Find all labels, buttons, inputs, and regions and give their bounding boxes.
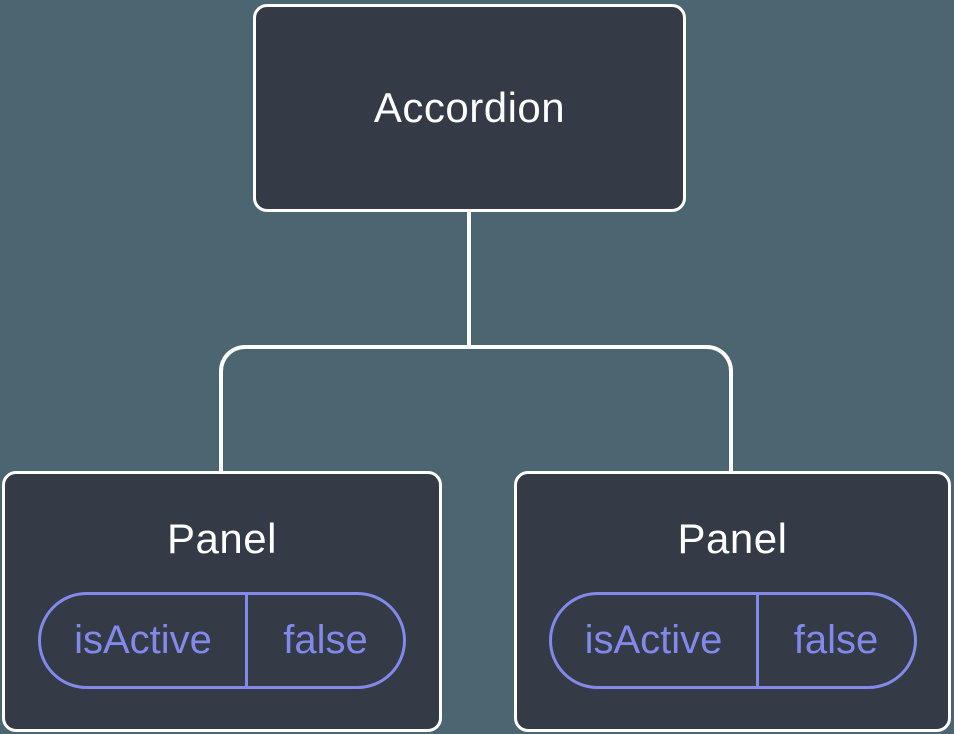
state-name: isActive <box>552 595 759 686</box>
accordion-node: Accordion <box>253 4 686 212</box>
state-value: false <box>283 618 368 662</box>
panel-right-state-pill: isActive false <box>548 592 917 689</box>
connector-stem <box>467 211 471 349</box>
state-value: false <box>793 618 879 662</box>
accordion-node-label: Accordion <box>373 84 566 131</box>
panel-node-left: Panel isActive false <box>2 471 442 732</box>
panel-left-state-pill: isActive false <box>38 592 406 689</box>
panel-left-label: Panel <box>167 515 277 562</box>
state-name: isActive <box>41 595 248 686</box>
connector-bracket <box>219 345 733 471</box>
panel-node-right: Panel isActive false <box>514 471 951 732</box>
panel-right-label: Panel <box>677 515 788 562</box>
